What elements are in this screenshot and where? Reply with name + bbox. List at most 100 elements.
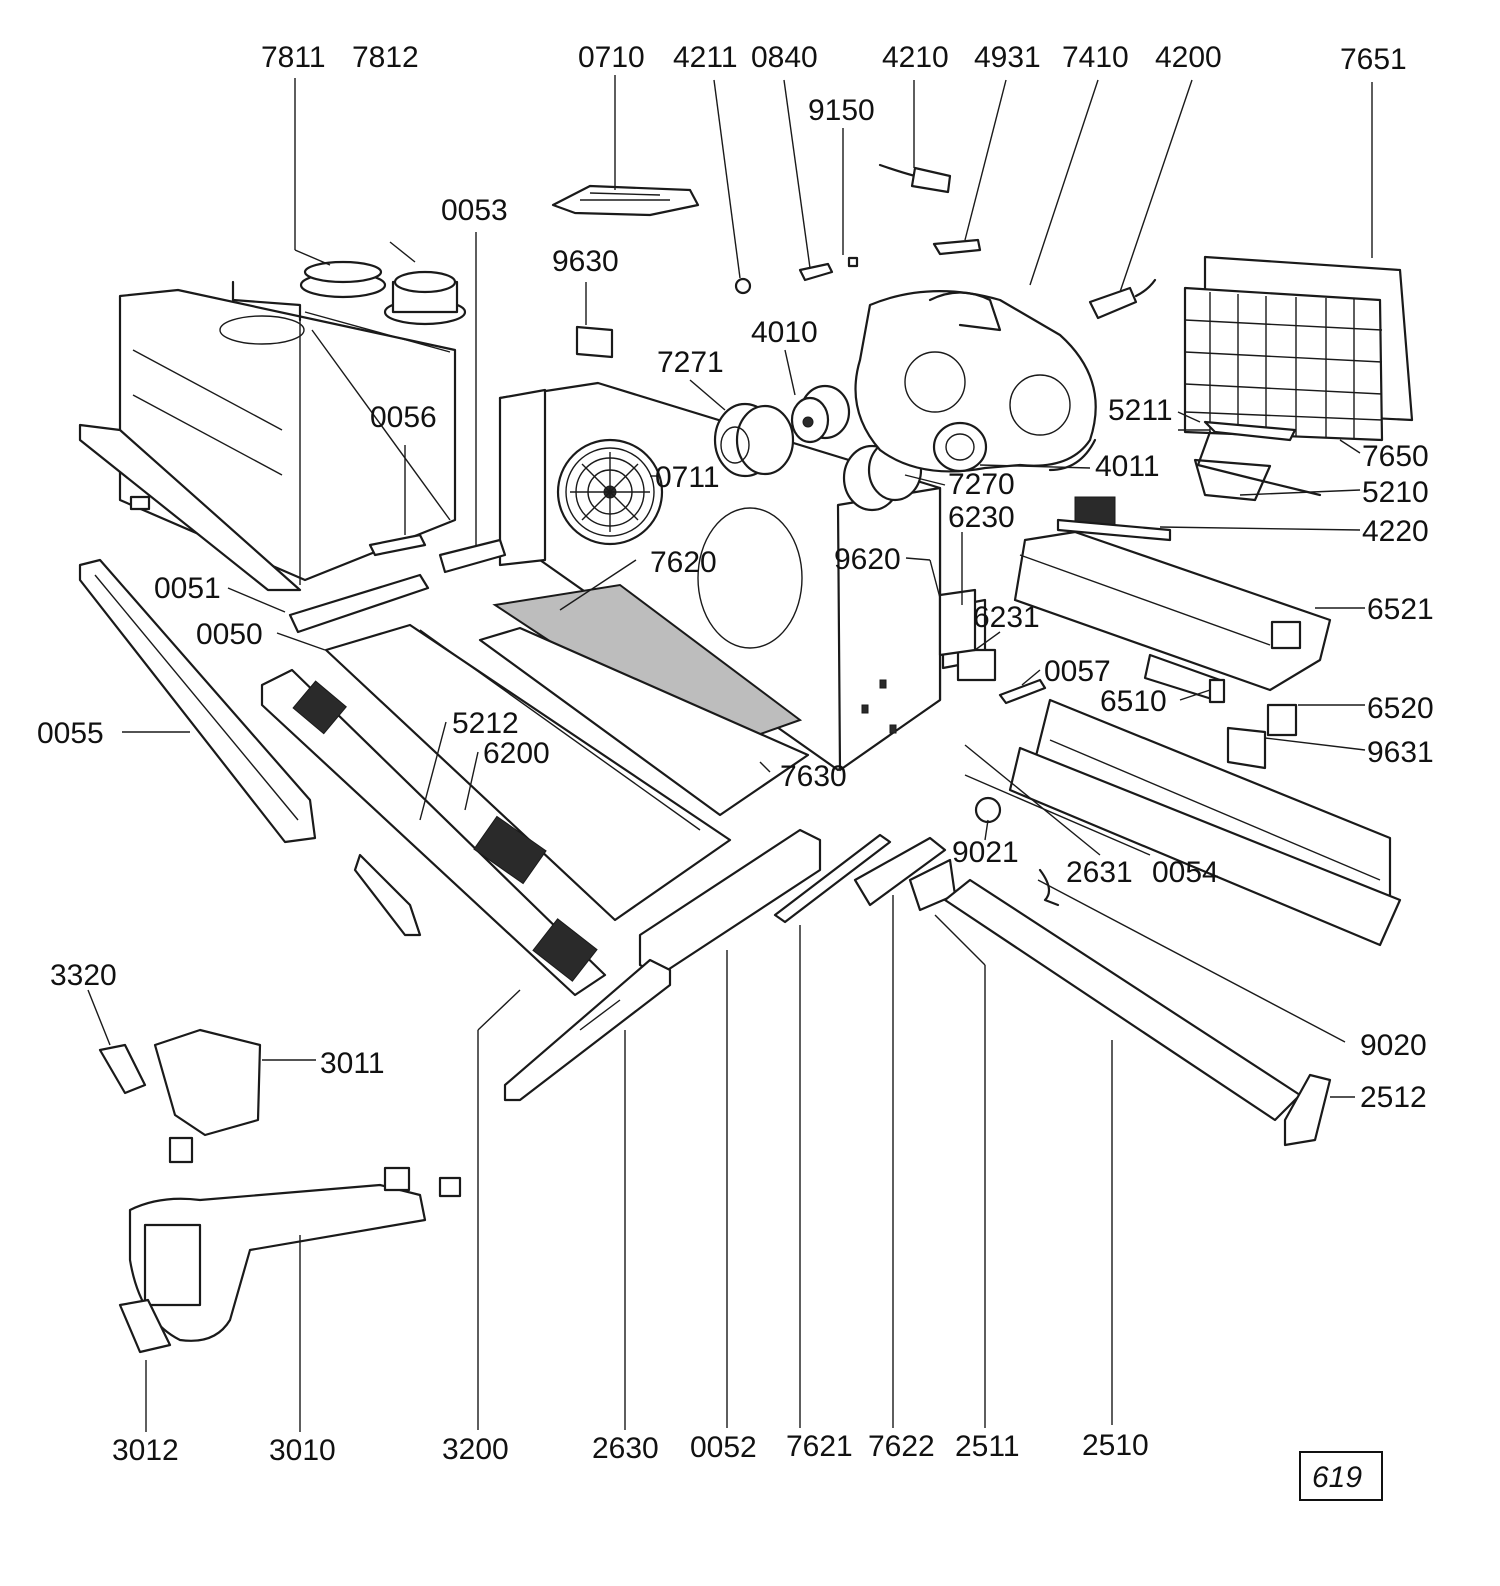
callout-4010: 4010 — [751, 316, 818, 349]
part-4210 — [878, 163, 952, 194]
callout-2511: 2511 — [955, 1430, 1020, 1463]
callout-6521: 6521 — [1367, 593, 1434, 626]
part-tray-0050 — [324, 623, 732, 922]
callout-4011: 4011 — [1095, 450, 1160, 483]
callout-3320: 3320 — [50, 959, 117, 992]
callout-6510: 6510 — [1100, 685, 1167, 718]
callout-5211: 5211 — [1108, 394, 1173, 427]
callout-0053: 0053 — [441, 194, 508, 227]
part-3320 — [98, 1043, 147, 1095]
callout-9021: 9021 — [952, 836, 1019, 869]
callout-4210: 4210 — [882, 41, 949, 74]
part-9631 — [1226, 726, 1267, 770]
callout-9150: 9150 — [808, 94, 875, 127]
callout-0052: 0052 — [690, 1431, 757, 1464]
callout-0710: 0710 — [578, 41, 645, 74]
part-channel-6521 — [1013, 530, 1332, 692]
part-housing-top — [78, 280, 457, 592]
part-3010 — [128, 1166, 462, 1342]
callout-7630: 7630 — [780, 760, 847, 793]
callout-6230: 6230 — [948, 501, 1015, 534]
leader-lines — [87, 75, 1373, 1432]
callout-0054: 0054 — [1152, 856, 1219, 889]
part-9620 — [938, 588, 977, 657]
callout-2631: 2631 — [1066, 856, 1133, 889]
callout-3012: 3012 — [112, 1434, 179, 1467]
part-slide-2630 — [503, 958, 672, 1102]
callout-7410: 7410 — [1062, 41, 1129, 74]
part-6520 — [1266, 703, 1298, 737]
part-4931 — [932, 238, 982, 256]
part-0056-small — [368, 533, 427, 557]
page-number: 619 — [1312, 1461, 1362, 1494]
callout-5212: 5212 — [452, 707, 519, 740]
part-4220 — [1056, 496, 1172, 542]
part-rail-0052 — [638, 828, 822, 977]
callout-4200: 4200 — [1155, 41, 1222, 74]
callout-7271: 7271 — [657, 346, 724, 379]
callout-7620: 7620 — [650, 546, 717, 579]
part-0840 — [798, 262, 834, 282]
part-9630 — [575, 325, 614, 359]
callout-0051: 0051 — [154, 572, 221, 605]
callout-0711: 0711 — [655, 461, 720, 494]
callout-5210: 5210 — [1362, 476, 1429, 509]
part-cylinder-7811 — [299, 260, 387, 299]
callout-7622: 7622 — [868, 1430, 935, 1463]
part-4200 — [1088, 278, 1157, 320]
callout-7270: 7270 — [948, 468, 1015, 501]
part-lamp-bar-3200 — [260, 668, 607, 997]
part-end-2512 — [1283, 1073, 1332, 1147]
callout-3200: 3200 — [442, 1433, 509, 1466]
callout-7621: 7621 — [786, 1430, 853, 1463]
part-9150 — [847, 256, 859, 268]
part-cylinder-7812 — [383, 270, 467, 326]
part-lamp-6510 — [1143, 653, 1226, 704]
callout-0057: 0057 — [1044, 655, 1111, 688]
part-3012 — [118, 1298, 172, 1354]
callout-6231: 6231 — [973, 601, 1040, 634]
part-9021 — [974, 796, 1002, 824]
part-strip-0053 — [438, 538, 507, 574]
part-wheel-7271 — [713, 402, 795, 478]
part-strip-0051 — [288, 573, 430, 634]
part-filter-frame — [1183, 255, 1414, 442]
callout-0056: 0056 — [370, 401, 437, 434]
part-glass-2510 — [943, 878, 1302, 1122]
part-2631 — [1038, 868, 1060, 907]
callout-4220: 4220 — [1362, 515, 1429, 548]
callout-9020: 9020 — [1360, 1029, 1427, 1062]
callout-3011: 3011 — [320, 1047, 385, 1080]
callout-3010: 3010 — [269, 1434, 336, 1467]
callout-4211: 4211 — [673, 41, 738, 74]
callout-7811: 7811 — [261, 41, 326, 74]
callout-0050: 0050 — [196, 618, 263, 651]
part-scroll-housing — [854, 290, 1097, 473]
callout-4931: 4931 — [974, 41, 1041, 74]
part-4211 — [734, 277, 752, 295]
callout-9620: 9620 — [834, 543, 901, 576]
callout-7812: 7812 — [352, 41, 419, 74]
callout-6520: 6520 — [1367, 692, 1434, 725]
callout-9631: 9631 — [1367, 736, 1434, 769]
part-motor-4010 — [790, 384, 851, 444]
callout-2510: 2510 — [1082, 1429, 1149, 1462]
part-bracket-5210 — [1193, 420, 1322, 502]
callout-0840: 0840 — [751, 41, 818, 74]
part-frame-7630 — [478, 626, 810, 817]
part-7622 — [853, 836, 947, 907]
callout-0055: 0055 — [37, 717, 104, 750]
callout-2630: 2630 — [592, 1432, 659, 1465]
callout-9630: 9630 — [552, 245, 619, 278]
part-3011 — [153, 1028, 262, 1164]
part-rail-0055 — [78, 558, 317, 844]
callout-6200: 6200 — [483, 737, 550, 770]
callout-7650: 7650 — [1362, 440, 1429, 473]
part-0057 — [998, 678, 1047, 705]
page-number-box — [1299, 1451, 1383, 1501]
part-6231 — [956, 648, 997, 682]
part-strip-7621 — [773, 833, 892, 924]
part-rail-0054b — [1008, 746, 1402, 947]
callout-7651: 7651 — [1340, 43, 1407, 76]
